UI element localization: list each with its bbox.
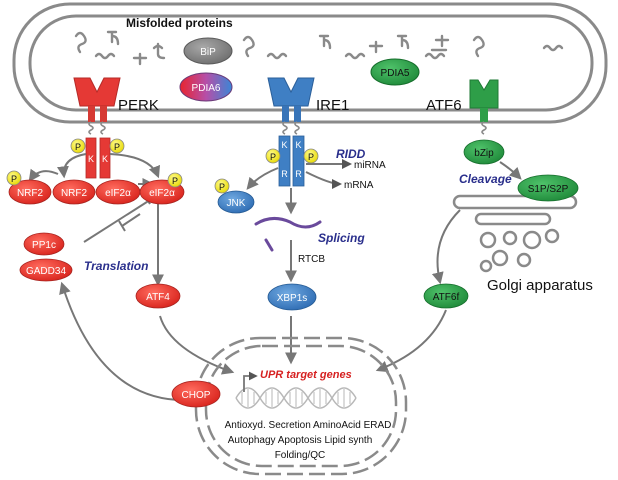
atf4-node: ATF4 bbox=[135, 283, 181, 309]
atf6-transmembrane bbox=[481, 121, 487, 135]
gadd34-node: GADD34 bbox=[19, 258, 73, 282]
svg-text:eIF2α: eIF2α bbox=[149, 188, 175, 199]
ire1-kinase-left: K bbox=[281, 140, 287, 150]
jnk-phospho: P bbox=[219, 182, 225, 192]
svg-text:NRF2: NRF2 bbox=[17, 188, 44, 199]
eif2a-phospho-node: eIF2α P bbox=[139, 172, 185, 205]
misfolded-proteins-title: Misfolded proteins bbox=[126, 16, 233, 30]
perk-label: PERK bbox=[118, 97, 159, 114]
bip-label: BiP bbox=[200, 47, 216, 58]
svg-text:P: P bbox=[308, 152, 314, 162]
cleavage-label: Cleavage bbox=[459, 172, 512, 186]
pdia6-label: PDIA6 bbox=[192, 83, 221, 94]
ridd-label: RIDD bbox=[336, 147, 366, 161]
ire1-kinase-right: K bbox=[295, 140, 301, 150]
target-gene-arrow bbox=[243, 371, 258, 392]
svg-text:CHOP: CHOP bbox=[182, 390, 211, 401]
svg-text:PP1c: PP1c bbox=[32, 240, 56, 251]
atf6-label: ATF6 bbox=[426, 97, 462, 114]
svg-text:eIF2α: eIF2α bbox=[105, 188, 131, 199]
target-genes-line3: Folding/QC bbox=[275, 450, 326, 461]
perk-kinase-left: K bbox=[88, 154, 94, 164]
ire1-kinase-rnase: K K R R bbox=[278, 135, 305, 187]
atf6-sensor bbox=[469, 79, 499, 122]
svg-text:S1P/S2P: S1P/S2P bbox=[528, 184, 569, 195]
chop-node: CHOP bbox=[171, 380, 221, 408]
bzip-node: bZip bbox=[463, 139, 505, 165]
svg-text:P: P bbox=[270, 152, 276, 162]
nrf2-phospho: P bbox=[11, 174, 17, 184]
dna-helix bbox=[235, 387, 357, 409]
pp1c-node: PP1c bbox=[23, 232, 65, 256]
perk-kinase-domains: K K bbox=[85, 137, 111, 179]
ire1-label: IRE1 bbox=[316, 97, 349, 114]
svg-text:NRF2: NRF2 bbox=[61, 188, 88, 199]
mirna-label: miRNA bbox=[354, 160, 386, 171]
svg-text:JNK: JNK bbox=[227, 198, 246, 209]
bip-chaperone: BiP bbox=[183, 37, 233, 65]
target-genes-line1: Antioxyd. Secretion AminoAcid ERAD bbox=[225, 420, 392, 431]
pdia6-chaperone: PDIA6 bbox=[179, 72, 233, 102]
atf6-arrows bbox=[375, 161, 522, 373]
eif2a-phospho: P bbox=[172, 176, 178, 186]
perk-transmembrane bbox=[88, 121, 106, 135]
target-genes-line2: Autophagy Apoptosis Lipid synth bbox=[228, 435, 373, 446]
svg-text:ATF4: ATF4 bbox=[146, 292, 170, 303]
splicing-label: Splicing bbox=[318, 231, 365, 245]
er-membrane bbox=[12, 2, 608, 124]
s1p-s2p-node: S1P/S2P bbox=[517, 174, 579, 202]
ire1-transmembrane bbox=[282, 121, 300, 135]
svg-text:ATF6f: ATF6f bbox=[433, 292, 460, 303]
atf6f-node: ATF6f bbox=[423, 283, 469, 309]
perk-phospho-left: P bbox=[70, 138, 86, 154]
perk-sensor bbox=[73, 77, 121, 122]
golgi-label: Golgi apparatus bbox=[487, 277, 593, 294]
ire1-rnase-left: R bbox=[281, 169, 288, 179]
svg-text:GADD34: GADD34 bbox=[26, 266, 66, 277]
xbp1-mrna bbox=[254, 217, 322, 252]
svg-text:P: P bbox=[114, 142, 120, 152]
nrf2-phospho-node: NRF2 P bbox=[6, 170, 52, 205]
rtcb-label: RTCB bbox=[298, 254, 325, 265]
jnk-node: JNK P bbox=[214, 178, 255, 214]
mrna-label: mRNA bbox=[344, 180, 374, 191]
eif2a-node: eIF2α bbox=[95, 179, 141, 205]
pdia5-chaperone: PDIA5 bbox=[370, 58, 420, 86]
golgi-apparatus bbox=[452, 194, 578, 273]
ire1-phospho-right: P bbox=[303, 148, 319, 164]
svg-text:bZip: bZip bbox=[474, 148, 494, 159]
translation-label: Translation bbox=[84, 259, 148, 273]
pdia5-label: PDIA5 bbox=[381, 68, 410, 79]
ire1-sensor bbox=[267, 77, 315, 122]
ire1-rnase-right: R bbox=[295, 169, 302, 179]
svg-text:P: P bbox=[75, 142, 81, 152]
upr-target-genes-label: UPR target genes bbox=[260, 369, 352, 381]
xbp1s-node: XBP1s bbox=[267, 283, 317, 311]
nrf2-node: NRF2 bbox=[52, 179, 96, 205]
misfolded-protein-squiggles bbox=[74, 30, 564, 66]
ire1-phospho-left: P bbox=[265, 148, 281, 164]
perk-kinase-right: K bbox=[102, 154, 108, 164]
svg-text:XBP1s: XBP1s bbox=[277, 293, 308, 304]
perk-phospho-right: P bbox=[109, 138, 125, 154]
